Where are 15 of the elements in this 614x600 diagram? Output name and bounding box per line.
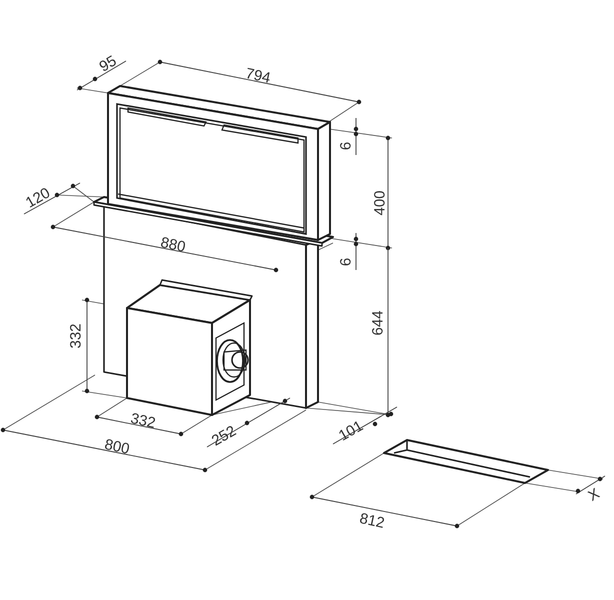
dimension-label: 812 bbox=[358, 511, 386, 531]
dimension-label: 794 bbox=[244, 66, 272, 86]
dimension-label: 332 bbox=[129, 411, 157, 431]
dimension-label: 400 bbox=[372, 190, 388, 216]
dimension-label: 644 bbox=[370, 310, 386, 336]
dimension-label: X bbox=[586, 486, 602, 504]
dimension-label: 252 bbox=[209, 423, 239, 449]
dimension-label: 800 bbox=[103, 437, 131, 457]
dimension-label: 95 bbox=[97, 53, 119, 75]
dimension-label: 332 bbox=[68, 323, 84, 349]
dimension-label: 101 bbox=[336, 418, 366, 444]
dimension-label: 120 bbox=[23, 185, 53, 211]
dimension-label: 6 bbox=[338, 142, 354, 150]
dimension-label: 6 bbox=[338, 258, 354, 266]
dimension-label: 880 bbox=[159, 235, 187, 255]
